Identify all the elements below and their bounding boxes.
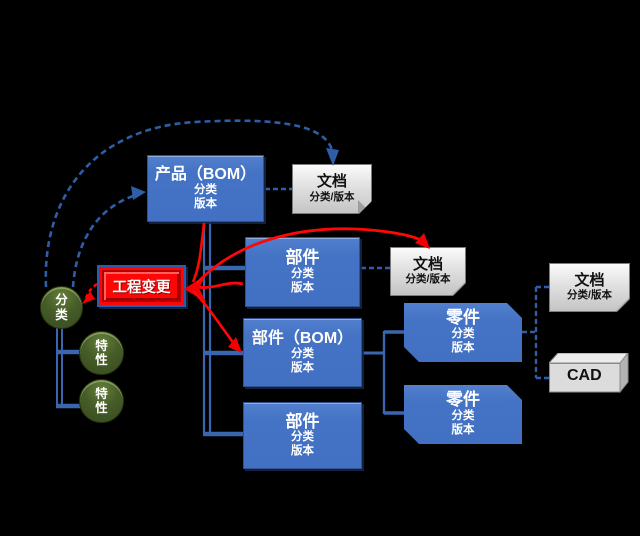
folded-corner-icon — [358, 200, 371, 213]
node-title: CAD — [567, 367, 602, 384]
red-branch-from-product — [191, 222, 206, 283]
node-title: 产品（BOM） — [154, 165, 257, 183]
node-subtitle: 分类 — [451, 328, 475, 341]
node-part-top: 部件 分类 版本 — [245, 237, 360, 307]
node-title: 文档 — [316, 173, 347, 191]
node-engineering-change: 工程变更 — [97, 265, 186, 307]
node-product-bom: 产品（BOM） 分类 版本 — [147, 155, 264, 222]
circle-attribute-1: 特性 — [79, 331, 124, 375]
node-subtitle: 版本 — [194, 197, 217, 210]
circle-attribute-2: 特性 — [79, 379, 124, 423]
node-cad-cube: CAD — [547, 351, 630, 394]
node-title: 部件 — [285, 411, 320, 431]
connector-partbom-items — [362, 330, 405, 415]
node-subtitle: 分类 — [451, 410, 475, 423]
node-item-bottom: 零件 分类 版本 — [404, 385, 522, 444]
engineering-change-frame: 工程变更 — [102, 270, 181, 302]
connector-tree-product-parts — [202, 222, 246, 437]
circle-classification: 分类 — [40, 286, 83, 329]
folded-corner-icon — [452, 282, 465, 295]
node-subtitle: 版本 — [451, 423, 475, 436]
node-title: 工程变更 — [112, 279, 171, 296]
cube-icon — [547, 351, 630, 394]
node-subtitle: 版本 — [291, 281, 314, 294]
node-item-top: 零件 分类 版本 — [404, 303, 522, 362]
node-doc-mid: 文档 分类/版本 — [390, 247, 466, 296]
node-subtitle: 分类 — [291, 431, 314, 444]
node-subtitle: 分类 — [291, 267, 314, 280]
node-part-bottom: 部件 分类 版本 — [243, 402, 362, 469]
node-title: 分类 — [55, 293, 68, 322]
red-branch-from-part — [195, 281, 244, 289]
red-arrowhead-to-eng-change — [184, 275, 206, 302]
node-subtitle: 分类 — [291, 347, 314, 360]
node-subtitle: 版本 — [291, 445, 314, 458]
node-title: 特性 — [95, 338, 108, 367]
node-subtitle: 版本 — [291, 361, 314, 374]
node-title: 零件 — [446, 308, 480, 328]
node-subtitle: 分类/版本 — [567, 289, 612, 302]
node-title: 部件 — [285, 248, 320, 268]
node-title: 特性 — [95, 386, 108, 415]
node-title: 文档 — [574, 271, 605, 289]
node-title: 文档 — [412, 255, 443, 273]
node-title: 零件 — [446, 390, 480, 410]
node-part-bom: 部件（BOM） 分类 版本 — [243, 318, 362, 387]
folded-corner-icon — [616, 298, 629, 311]
connector-item-doc-cad-dashed — [522, 285, 549, 380]
red-arrow-to-part-bom — [192, 290, 242, 353]
node-doc-right: 文档 分类/版本 — [549, 263, 630, 312]
connector-classification-attributes — [56, 327, 80, 409]
node-title: 部件（BOM） — [251, 329, 354, 347]
node-doc-top: 文档 分类/版本 — [292, 164, 372, 214]
node-subtitle: 分类 — [194, 183, 217, 196]
red-arrow-ec-classification — [82, 283, 98, 304]
node-subtitle: 版本 — [451, 341, 475, 354]
